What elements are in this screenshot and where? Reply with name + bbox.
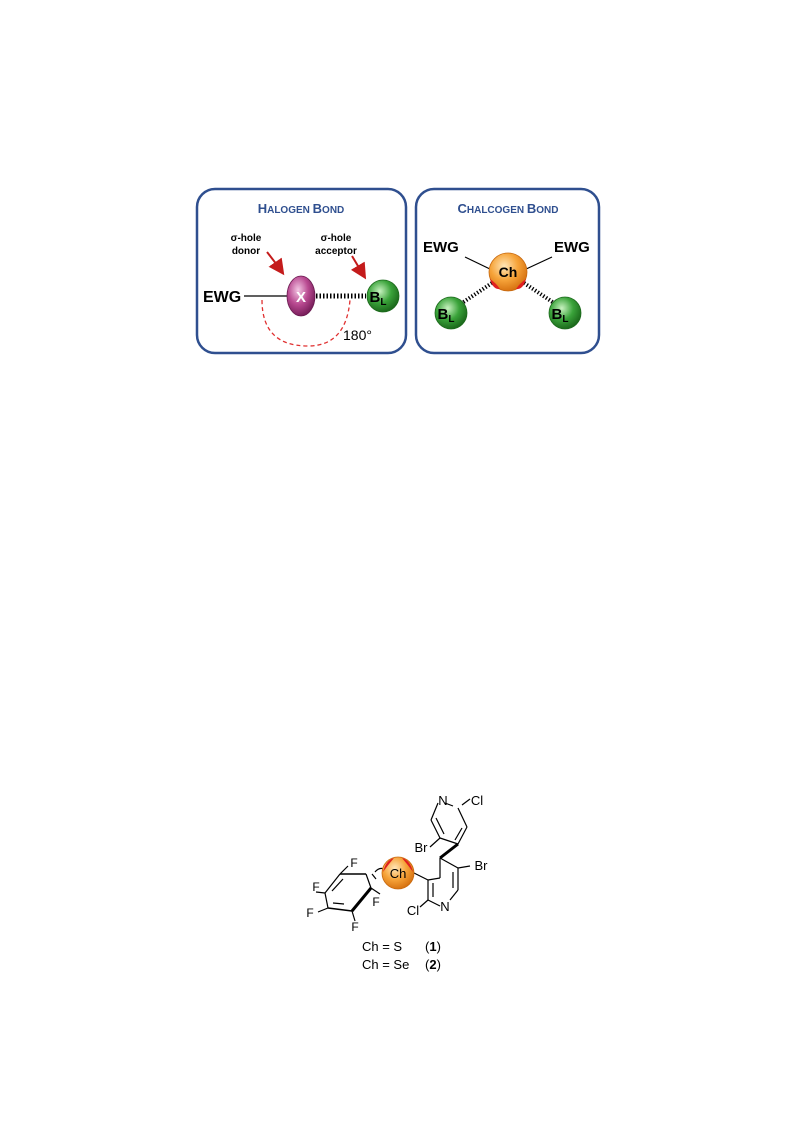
- bond: [439, 837, 459, 845]
- bond: [351, 910, 356, 922]
- bond: [419, 899, 429, 908]
- bond: [324, 873, 341, 894]
- bond: [350, 887, 373, 912]
- biaryl-bond: [439, 842, 459, 860]
- bond: [365, 873, 372, 889]
- base-left-icon: [434, 296, 468, 330]
- bond: [430, 819, 441, 839]
- bond: [315, 891, 326, 894]
- bond: [430, 802, 439, 821]
- base-right-label: BL: [552, 306, 569, 325]
- bond: [371, 873, 377, 880]
- angle-arc: [261, 299, 351, 347]
- bond: [427, 899, 441, 907]
- ch-ewg-right-bond: [523, 256, 553, 271]
- bond: [461, 798, 471, 806]
- ewg-label: EWG: [203, 289, 241, 306]
- f-label-3: F: [306, 906, 313, 920]
- ch-ewg-left-bond: [464, 256, 493, 271]
- molecule-ch-atom-icon: [381, 856, 415, 890]
- br-right-label: Br: [475, 858, 489, 873]
- f-label-5: F: [372, 895, 379, 909]
- bond: [339, 865, 349, 875]
- br-left-label: Br: [415, 840, 429, 855]
- chalcogen-panel-title: CHALCOGEN BOND: [457, 201, 558, 216]
- bond: [457, 807, 468, 828]
- f-label-1: F: [350, 856, 357, 870]
- bond: [327, 907, 353, 912]
- bond: [457, 826, 468, 845]
- halogen-panel-title: HALOGEN BOND: [258, 201, 345, 216]
- acceptor-arrow-icon: [350, 255, 367, 280]
- legend-num-1: (1): [425, 939, 441, 954]
- bond: [427, 877, 441, 881]
- sigma-hole-right-icon: [516, 279, 526, 290]
- ewg-left-label: EWG: [423, 239, 459, 256]
- donor-label-line1: σ-hole: [231, 233, 262, 244]
- bond: [429, 837, 441, 848]
- legend-line-1: Ch = S: [362, 939, 402, 954]
- sigma-hole-left-icon: [490, 279, 500, 290]
- molecule-labels: Ch N Cl Br Br Cl N F F F F F Ch = S (1) …: [306, 793, 488, 972]
- chalcogen-bond-panel: CHALCOGEN BOND EWG EWG Ch BL BL: [414, 187, 601, 355]
- ch-base-right-dashes: [522, 281, 556, 305]
- legend-line-2: Ch = Se: [362, 957, 409, 972]
- bond: [324, 892, 329, 909]
- bond: [449, 889, 459, 901]
- cl-top-label: Cl: [471, 793, 483, 808]
- bond: [317, 907, 329, 913]
- halogen-panel-frame: [195, 187, 408, 355]
- bond: [457, 865, 471, 869]
- base-right-icon: [548, 296, 582, 330]
- x-atom-label: X: [296, 289, 306, 306]
- acceptor-label-line1: σ-hole: [321, 233, 352, 244]
- cl-bottom-label: Cl: [407, 903, 419, 918]
- bond: [331, 878, 344, 892]
- n-bottom-label: N: [440, 899, 449, 914]
- ch-base-left-dashes: [460, 281, 494, 305]
- bond: [370, 887, 381, 895]
- ewg-right-label: EWG: [554, 239, 590, 256]
- molecule-structure: [315, 798, 471, 922]
- bond: [439, 857, 459, 869]
- base-atom-label: BL: [370, 289, 387, 308]
- bond: [454, 827, 463, 841]
- f-label-2: F: [312, 880, 319, 894]
- n-top-label: N: [438, 793, 447, 808]
- molecule-ch-label: Ch: [390, 866, 407, 881]
- ch-atom-icon: [488, 252, 528, 292]
- base-left-label: BL: [438, 306, 455, 325]
- bond: [435, 817, 445, 835]
- legend-num-2: (2): [425, 957, 441, 972]
- ch-atom-label: Ch: [499, 264, 518, 280]
- x-atom-icon: [286, 275, 316, 317]
- bond: [444, 802, 454, 807]
- acceptor-label-line2: acceptor: [315, 246, 357, 257]
- base-atom-icon: [366, 279, 400, 313]
- bond: [332, 902, 345, 905]
- halogen-bond-panel: HALOGEN BOND σ-hole donor σ-hole accepto…: [195, 187, 408, 355]
- bond: [411, 871, 429, 881]
- donor-label-line2: donor: [232, 246, 260, 257]
- angle-label: 180°: [343, 327, 372, 343]
- f-label-4: F: [351, 920, 358, 934]
- donor-arrow-icon: [266, 251, 285, 276]
